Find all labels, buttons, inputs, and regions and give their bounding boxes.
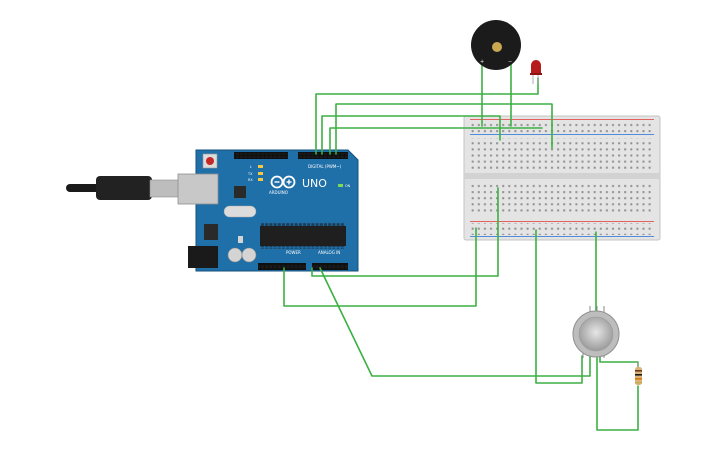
- wire-breadboard-to-analog[interactable]: [311, 187, 499, 277]
- led-l-label: L: [250, 165, 252, 169]
- led-l-indicator: [258, 165, 263, 168]
- capacitor-small: [238, 236, 243, 243]
- atmega-pins-top: [261, 223, 345, 226]
- wire-led-to-digital[interactable]: [315, 77, 539, 155]
- wire-sensor-to-resistor[interactable]: [599, 355, 639, 369]
- analog-header-pins: [312, 264, 348, 269]
- power-header-pins: [258, 264, 306, 269]
- atmega328-chip: [260, 226, 346, 246]
- led-on-indicator: [338, 184, 343, 187]
- arduino-logo-icon: [270, 175, 296, 189]
- led-tx-indicator: [258, 172, 263, 175]
- resistor-band-3: [635, 378, 642, 380]
- terminal-strip-bottom-holes: [470, 182, 654, 213]
- center-channel: [464, 173, 660, 179]
- reset-button-cap: [206, 157, 214, 165]
- usb-cable-boot: [96, 176, 152, 200]
- digital-header-right-pins: [298, 153, 348, 158]
- resistor[interactable]: [635, 362, 642, 385]
- wire-sensor-to-analog[interactable]: [319, 267, 591, 377]
- breadboard[interactable]: [463, 115, 661, 241]
- atmega-pins-bottom: [261, 246, 345, 249]
- buzzer-center: [492, 42, 502, 52]
- capacitor-2: [241, 247, 257, 263]
- gas-sensor[interactable]: [572, 306, 620, 358]
- wire-sensor-to-breadboard[interactable]: [535, 229, 583, 384]
- tx-label: TX: [247, 172, 253, 176]
- usb-cable-tail: [66, 184, 100, 192]
- wire-resistor-loop[interactable]: [596, 355, 639, 431]
- terminal-strip-top-holes: [470, 138, 654, 169]
- power-label: POWER: [286, 250, 301, 255]
- wires: [283, 57, 639, 431]
- arduino-brand-label: ARDUINO: [269, 190, 288, 195]
- digital-label: DIGITAL (PWM~): [308, 164, 342, 169]
- power-jack: [188, 246, 218, 268]
- resistor-band-2: [635, 374, 642, 376]
- led-rim: [530, 73, 542, 75]
- analog-label: ANALOG IN: [318, 250, 340, 255]
- led-body: [531, 60, 541, 74]
- top-power-rail-holes: [470, 121, 654, 133]
- buzzer-minus-label: −: [508, 59, 512, 65]
- voltage-regulator: [204, 224, 218, 240]
- sensor-mesh: [578, 316, 614, 352]
- wire-digital-to-breadboard-c[interactable]: [335, 103, 553, 155]
- buzzer-plus-label: +: [480, 59, 484, 65]
- led-rx-indicator: [258, 178, 263, 181]
- on-label: ON: [345, 184, 351, 188]
- capacitor-1: [227, 247, 243, 263]
- resistor-band-1: [635, 370, 642, 372]
- crystal-oscillator: [223, 205, 257, 218]
- usb-cable[interactable]: [66, 176, 181, 200]
- usb-plug-metal: [149, 179, 181, 198]
- resistor-band-4: [635, 382, 642, 384]
- piezo-buzzer[interactable]: + −: [471, 20, 521, 70]
- wire-digital-to-breadboard-b[interactable]: [329, 127, 543, 155]
- usb-b-port: [177, 173, 219, 205]
- rx-label: RX: [248, 178, 253, 182]
- bottom-power-rail-holes: [470, 223, 654, 235]
- usb-interface-chip: [234, 186, 246, 198]
- uno-label: UNO: [302, 177, 327, 190]
- red-led[interactable]: [530, 60, 542, 84]
- arduino-uno-board[interactable]: DIGITAL (PWM~) L TX RX ON UNO ARDUINO: [177, 149, 359, 272]
- wire-power-rail-to-5v[interactable]: [283, 227, 477, 307]
- digital-header-left-pins: [234, 153, 288, 158]
